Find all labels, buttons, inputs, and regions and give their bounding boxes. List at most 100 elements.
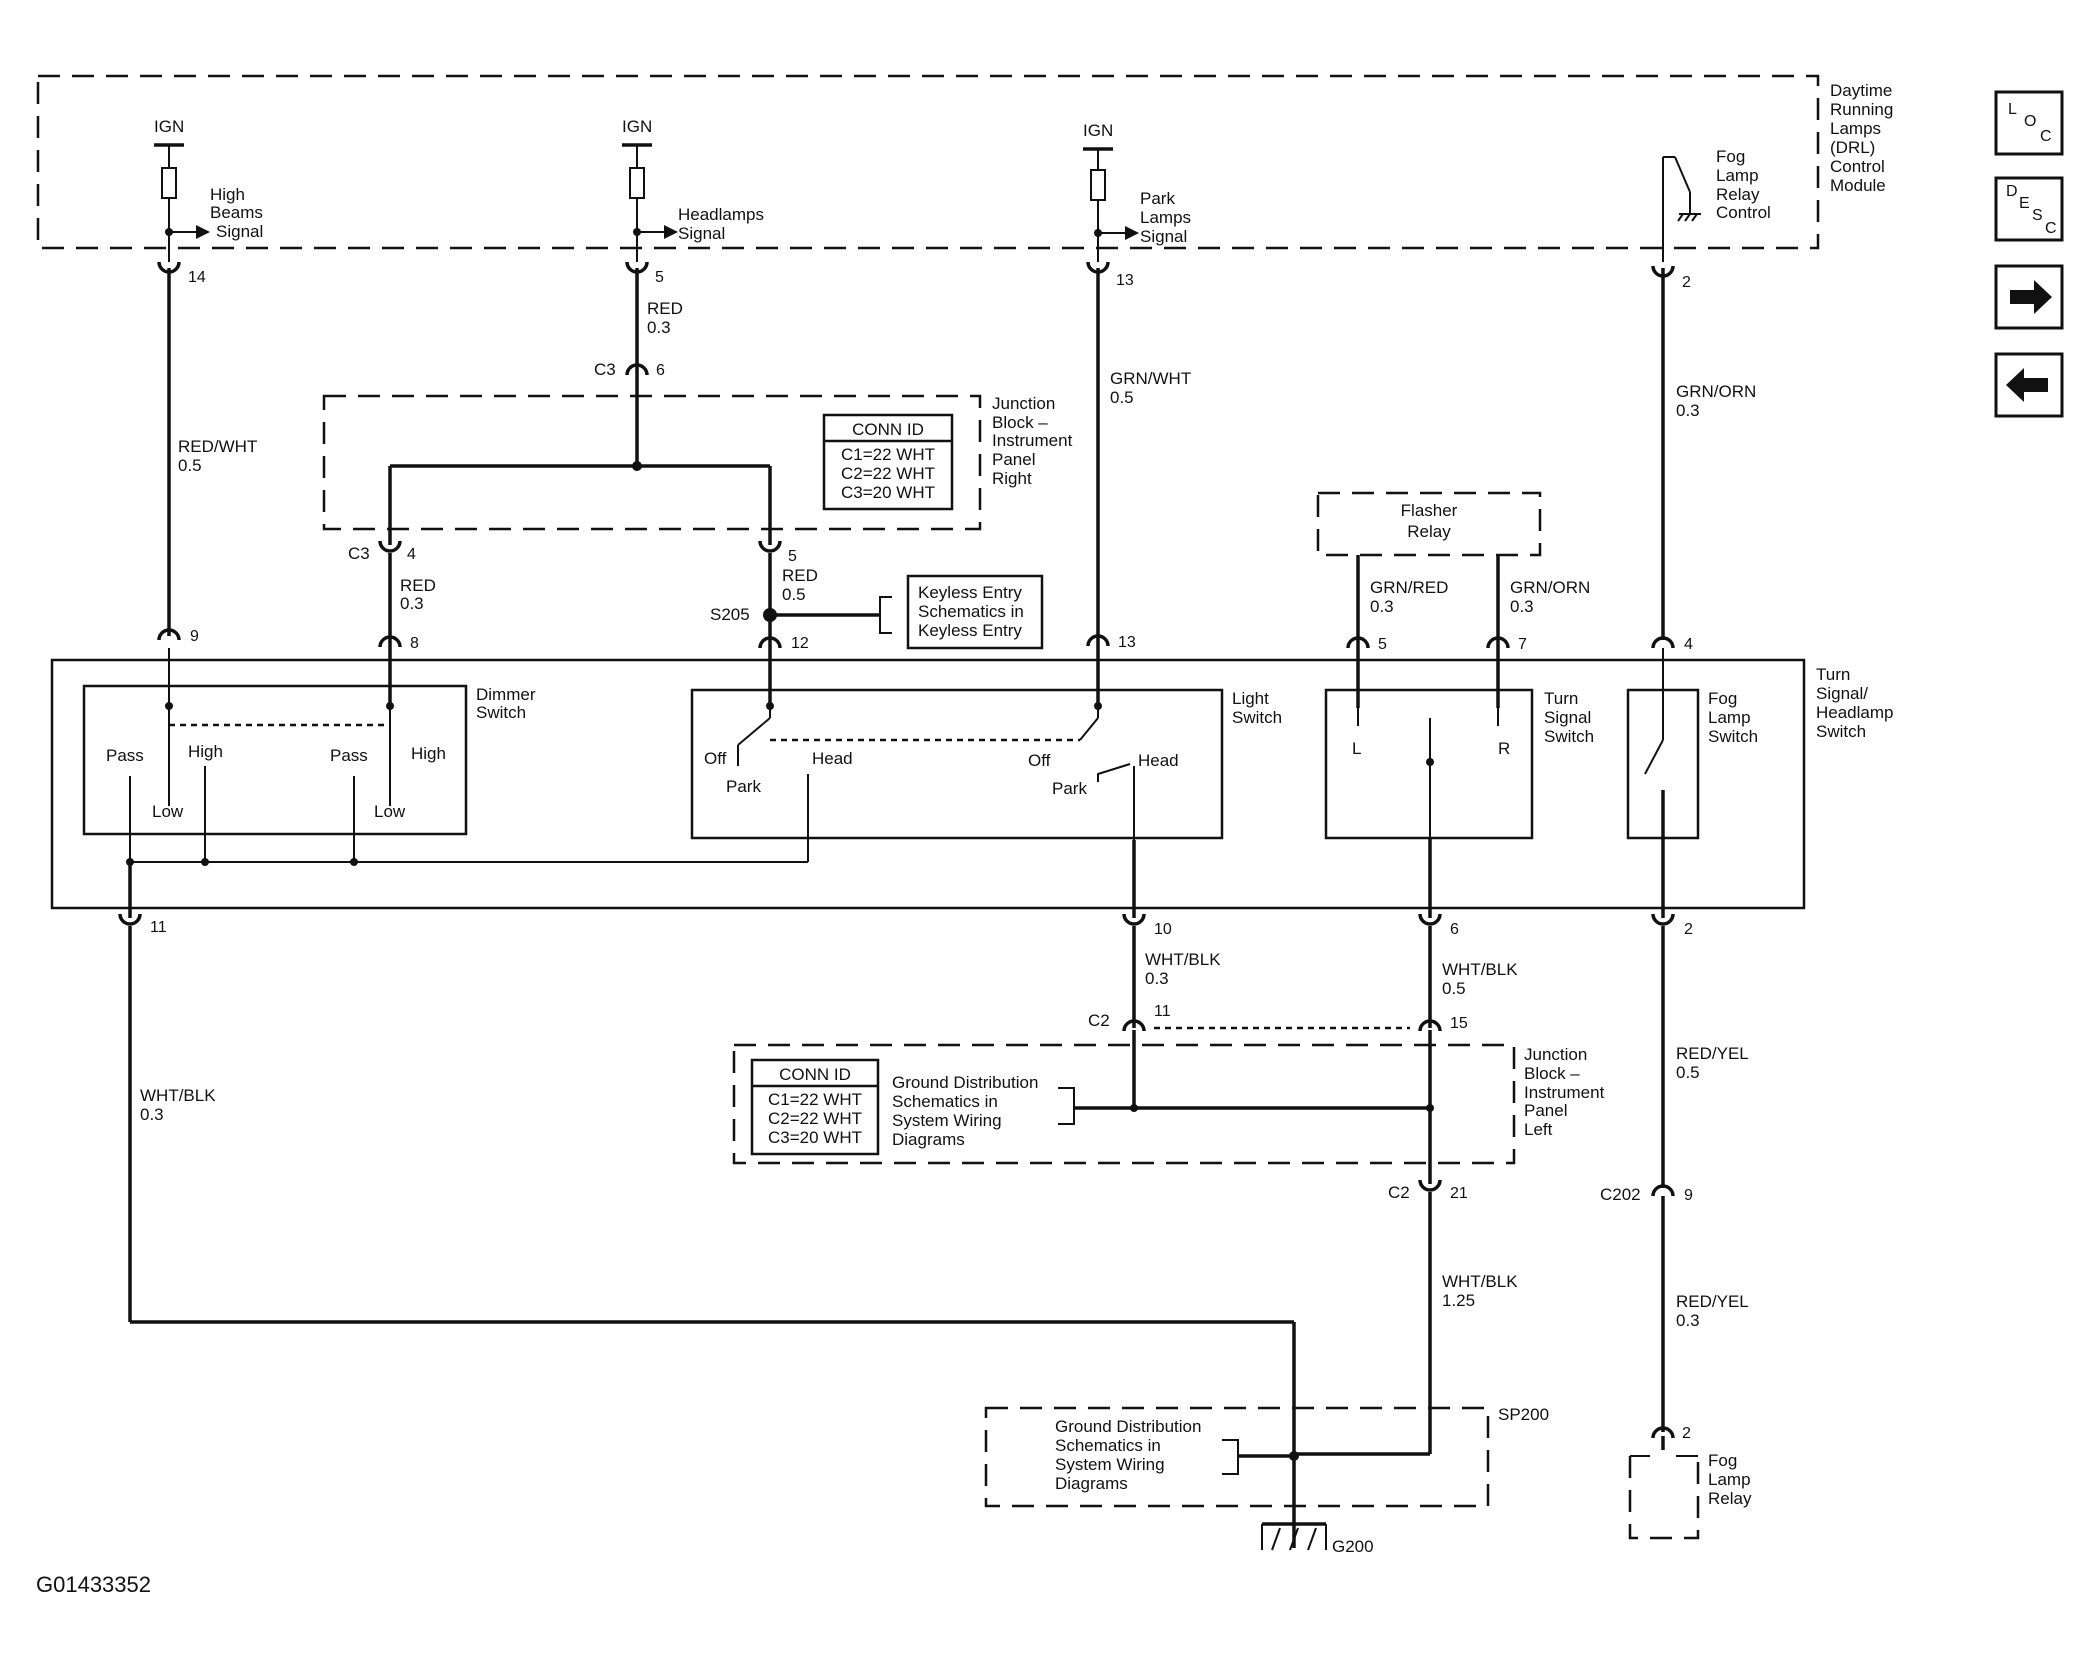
svg-text:0.3: 0.3 — [1676, 401, 1700, 420]
svg-text:Instrument: Instrument — [992, 431, 1073, 450]
svg-text:0.3: 0.3 — [400, 594, 424, 613]
svg-text:5: 5 — [655, 269, 664, 286]
svg-text:0.3: 0.3 — [1370, 597, 1394, 616]
svg-text:Lamp: Lamp — [1716, 166, 1759, 185]
svg-text:WHT/BLK: WHT/BLK — [140, 1086, 216, 1105]
svg-text:21: 21 — [1450, 1185, 1468, 1202]
ground-g200: G200 — [1261, 1522, 1374, 1556]
svg-text:11: 11 — [1154, 1003, 1171, 1020]
prev-button[interactable] — [1994, 352, 2064, 418]
svg-text:GRN/RED: GRN/RED — [1370, 578, 1448, 597]
wire-fog-relay: 2 RED/YEL 0.5 C202 9 RED/YEL 0.3 2 — [1600, 912, 1749, 1450]
svg-text:SP200: SP200 — [1498, 1405, 1549, 1424]
svg-text:Headlamp: Headlamp — [1816, 703, 1894, 722]
svg-text:High: High — [411, 744, 446, 763]
svg-text:Fog: Fog — [1716, 147, 1745, 166]
fog-lamp-switch: Fog Lamp Switch — [1626, 648, 1758, 918]
svg-text:Pass: Pass — [330, 746, 368, 765]
fog-lamp-relay: Fog Lamp Relay — [1628, 1451, 1752, 1540]
svg-text:Switch: Switch — [1816, 722, 1866, 741]
svg-text:C2=22 WHT: C2=22 WHT — [841, 464, 935, 483]
svg-text:Park: Park — [1140, 189, 1175, 208]
desc-letter: C — [2045, 220, 2057, 237]
svg-text:Schematics in: Schematics in — [892, 1092, 998, 1111]
svg-text:System Wiring: System Wiring — [1055, 1455, 1165, 1474]
svg-text:13: 13 — [1118, 634, 1136, 651]
svg-text:RED: RED — [782, 566, 818, 585]
svg-text:IGN: IGN — [154, 117, 184, 136]
ign-fuse-park-lamps: IGN Park Lamps Signal — [1083, 121, 1191, 262]
svg-text:Running: Running — [1830, 100, 1893, 119]
svg-text:0.3: 0.3 — [1145, 969, 1169, 988]
svg-text:2: 2 — [1682, 274, 1691, 291]
desc-letter: S — [2032, 207, 2043, 224]
turn-signal-switch: Turn Signal Switch L R — [1324, 648, 1594, 918]
svg-text:0.5: 0.5 — [1676, 1063, 1700, 1082]
desc-letter: D — [2006, 183, 2018, 200]
svg-text:Ground Distribution: Ground Distribution — [1055, 1417, 1201, 1436]
svg-text:Keyless Entry: Keyless Entry — [918, 621, 1022, 640]
svg-text:Panel: Panel — [1524, 1101, 1567, 1120]
svg-text:8: 8 — [410, 635, 419, 652]
loc-letter: O — [2024, 113, 2036, 130]
svg-text:Turn: Turn — [1544, 689, 1578, 708]
svg-text:15: 15 — [1450, 1015, 1468, 1032]
wire-light-switch-feed: 5 RED 0.5 S205 12 — [710, 539, 880, 708]
svg-text:Ground Distribution: Ground Distribution — [892, 1073, 1038, 1092]
svg-text:Lamps: Lamps — [1830, 119, 1881, 138]
svg-text:Instrument: Instrument — [1524, 1083, 1605, 1102]
svg-text:0.5: 0.5 — [782, 585, 806, 604]
svg-text:2: 2 — [1684, 921, 1693, 938]
svg-text:C2: C2 — [1388, 1183, 1410, 1202]
svg-text:Panel: Panel — [992, 450, 1035, 469]
svg-text:L: L — [1352, 739, 1361, 758]
svg-text:Signal: Signal — [216, 222, 263, 241]
svg-text:Diagrams: Diagrams — [892, 1130, 965, 1149]
svg-text:Low: Low — [152, 802, 184, 821]
svg-text:Signal: Signal — [1140, 227, 1187, 246]
svg-text:System Wiring: System Wiring — [892, 1111, 1002, 1130]
desc-letter: E — [2019, 195, 2030, 212]
svg-text:Lamp: Lamp — [1708, 1470, 1751, 1489]
svg-text:0.3: 0.3 — [1510, 597, 1534, 616]
svg-text:Off: Off — [704, 749, 727, 768]
svg-text:Relay: Relay — [1716, 185, 1760, 204]
svg-text:Fog: Fog — [1708, 1451, 1737, 1470]
svg-text:GRN/WHT: GRN/WHT — [1110, 369, 1191, 388]
ign-fuse-high-beams: IGN High Beams Signal — [154, 117, 263, 262]
svg-text:Schematics in: Schematics in — [1055, 1436, 1161, 1455]
svg-text:6: 6 — [656, 362, 665, 379]
svg-text:Junction: Junction — [1524, 1045, 1587, 1064]
svg-text:CONN ID: CONN ID — [852, 420, 924, 439]
svg-text:WHT/BLK: WHT/BLK — [1442, 1272, 1518, 1291]
svg-text:Switch: Switch — [1544, 727, 1594, 746]
svg-text:Module: Module — [1830, 176, 1886, 195]
light-switch: Light Switch Off Park Head Off Park Head — [690, 648, 1282, 918]
svg-text:C2: C2 — [1088, 1011, 1110, 1030]
svg-text:Control: Control — [1830, 157, 1885, 176]
svg-text:IGN: IGN — [1083, 121, 1113, 140]
desc-button[interactable]: D E S C — [1994, 176, 2064, 242]
keyless-entry-reference: Keyless Entry Schematics in Keyless Entr… — [879, 574, 1044, 650]
svg-text:C1=22 WHT: C1=22 WHT — [841, 445, 935, 464]
svg-text:Junction: Junction — [992, 394, 1055, 413]
svg-text:0.3: 0.3 — [140, 1105, 164, 1124]
svg-text:WHT/BLK: WHT/BLK — [1145, 950, 1221, 969]
next-button[interactable] — [1994, 264, 2064, 330]
wire-pass-ground: 11 WHT/BLK 0.3 — [118, 912, 1296, 1548]
figure-id: G01433352 — [36, 1572, 151, 1597]
svg-text:Head: Head — [812, 749, 853, 768]
svg-text:Left: Left — [1524, 1120, 1553, 1139]
svg-text:0.5: 0.5 — [1110, 388, 1134, 407]
svg-text:C1=22 WHT: C1=22 WHT — [768, 1090, 862, 1109]
loc-letter: L — [2008, 101, 2017, 118]
svg-text:Lamps: Lamps — [1140, 208, 1191, 227]
svg-text:Relay: Relay — [1407, 522, 1451, 541]
drl-module-title: Daytime Running Lamps (DRL) Control Modu… — [1830, 81, 1893, 195]
svg-text:RED: RED — [647, 299, 683, 318]
svg-text:2: 2 — [1682, 1425, 1691, 1442]
loc-button[interactable]: L O C — [1994, 90, 2064, 156]
svg-text:14: 14 — [188, 269, 206, 286]
wire-ground-splice: C2 21 WHT/BLK 1.25 — [1294, 1178, 1518, 1456]
wire-turn-signal-ground: 6 WHT/BLK 0.5 15 — [1154, 912, 1518, 1184]
